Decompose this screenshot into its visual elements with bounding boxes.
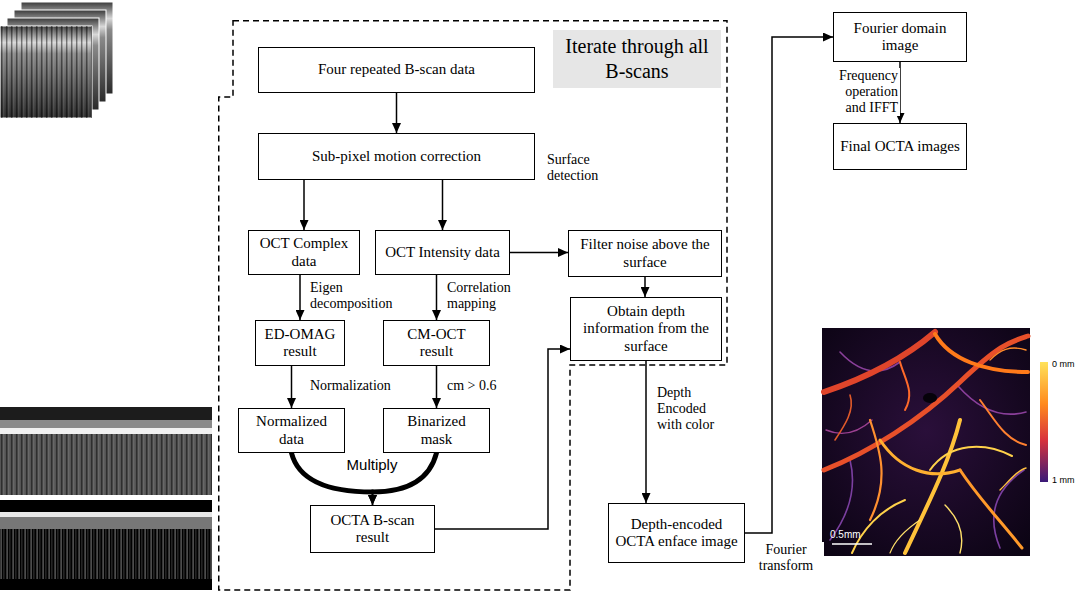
edge-label: Correlation mapping bbox=[445, 280, 549, 312]
connector-line bbox=[510, 252, 568, 254]
connector-line bbox=[436, 275, 438, 320]
edge-label: Normalization bbox=[308, 378, 422, 394]
arrow-connector bbox=[442, 180, 443, 230]
edge-label: Fourier transform bbox=[748, 542, 824, 574]
process-box: Obtain depth information from the surfac… bbox=[570, 297, 722, 361]
connector-line bbox=[442, 180, 444, 230]
arrow-connector bbox=[436, 366, 437, 408]
process-box: ED-OMAG result bbox=[255, 320, 345, 366]
connector-line bbox=[745, 37, 833, 533]
arrow-connector bbox=[300, 275, 301, 320]
octa-enface-image bbox=[822, 328, 1030, 556]
box-text: Depth-encoded OCTA enface image bbox=[615, 516, 738, 551]
arrow-connector bbox=[436, 275, 437, 320]
process-box: Final OCTA images bbox=[833, 123, 967, 170]
process-box: Sub-pixel motion correction bbox=[258, 133, 535, 180]
scale-bar-label: 0.5mm bbox=[830, 529, 880, 540]
box-text: Filter noise above the surface bbox=[575, 236, 715, 271]
bscan-stack bbox=[0, 2, 113, 118]
arrow-connector bbox=[745, 37, 833, 533]
box-text: Normalized data bbox=[245, 413, 338, 448]
arrow-connector bbox=[646, 361, 647, 503]
process-box: Normalized data bbox=[238, 408, 345, 453]
process-box: OCT Intensity data bbox=[375, 230, 510, 275]
colorbar-label: 1 mm bbox=[1052, 476, 1082, 486]
edge-label: cm > 0.6 bbox=[445, 378, 529, 394]
connector-line bbox=[299, 275, 301, 320]
process-box: Fourier domain image bbox=[833, 12, 967, 62]
ed-omag-bscan bbox=[0, 407, 212, 495]
process-box: CM-OCT result bbox=[383, 320, 490, 366]
box-text: Fourier domain image bbox=[840, 20, 960, 55]
process-box: Four repeated B-scan data bbox=[258, 47, 535, 93]
colorbar-label: 0 mm bbox=[1052, 360, 1082, 370]
box-text: Four repeated B-scan data bbox=[318, 61, 475, 78]
edge-label: Depth Encoded with color bbox=[655, 385, 731, 433]
box-text: Final OCTA images bbox=[840, 138, 960, 155]
box-text: Binarized mask bbox=[390, 413, 483, 448]
connector-line bbox=[372, 492, 374, 505]
process-box: OCTA B-scan result bbox=[310, 505, 435, 553]
process-box: Depth-encoded OCTA enface image bbox=[608, 503, 745, 563]
arrow-connector bbox=[645, 277, 646, 297]
operation-label: Multiply bbox=[337, 457, 407, 474]
connector-line bbox=[436, 366, 438, 408]
connector-line bbox=[372, 492, 374, 505]
edge-label: Frequency operation and IFFT bbox=[826, 68, 900, 116]
box-text: OCT Intensity data bbox=[385, 244, 500, 261]
arrow-connector bbox=[291, 366, 292, 408]
box-text: Sub-pixel motion correction bbox=[312, 148, 481, 165]
edge-label: Surface detection bbox=[545, 152, 629, 184]
arrow-connector bbox=[510, 252, 568, 253]
process-box: Binarized mask bbox=[383, 408, 490, 453]
connector-line bbox=[303, 180, 305, 230]
box-text: OCT Complex data bbox=[255, 235, 353, 270]
box-text: CM-OCT result bbox=[390, 326, 483, 361]
connector-line bbox=[645, 361, 647, 503]
region-title: Iterate through all B-scans bbox=[553, 30, 721, 88]
arrow-connector bbox=[396, 93, 397, 133]
connector-line bbox=[396, 93, 398, 133]
connector-line bbox=[291, 366, 293, 408]
connector-line bbox=[644, 277, 646, 297]
box-text: Obtain depth information from the surfac… bbox=[577, 303, 715, 355]
edge-label: Eigen decomposition bbox=[308, 280, 412, 312]
color-bar bbox=[1040, 362, 1048, 482]
arrow-connector bbox=[304, 180, 305, 230]
octa-bscan bbox=[0, 500, 212, 590]
box-text: OCTA B-scan result bbox=[317, 512, 428, 547]
process-box: Filter noise above the surface bbox=[568, 230, 722, 277]
box-text: ED-OMAG result bbox=[262, 326, 338, 361]
process-box: OCT Complex data bbox=[248, 230, 360, 275]
